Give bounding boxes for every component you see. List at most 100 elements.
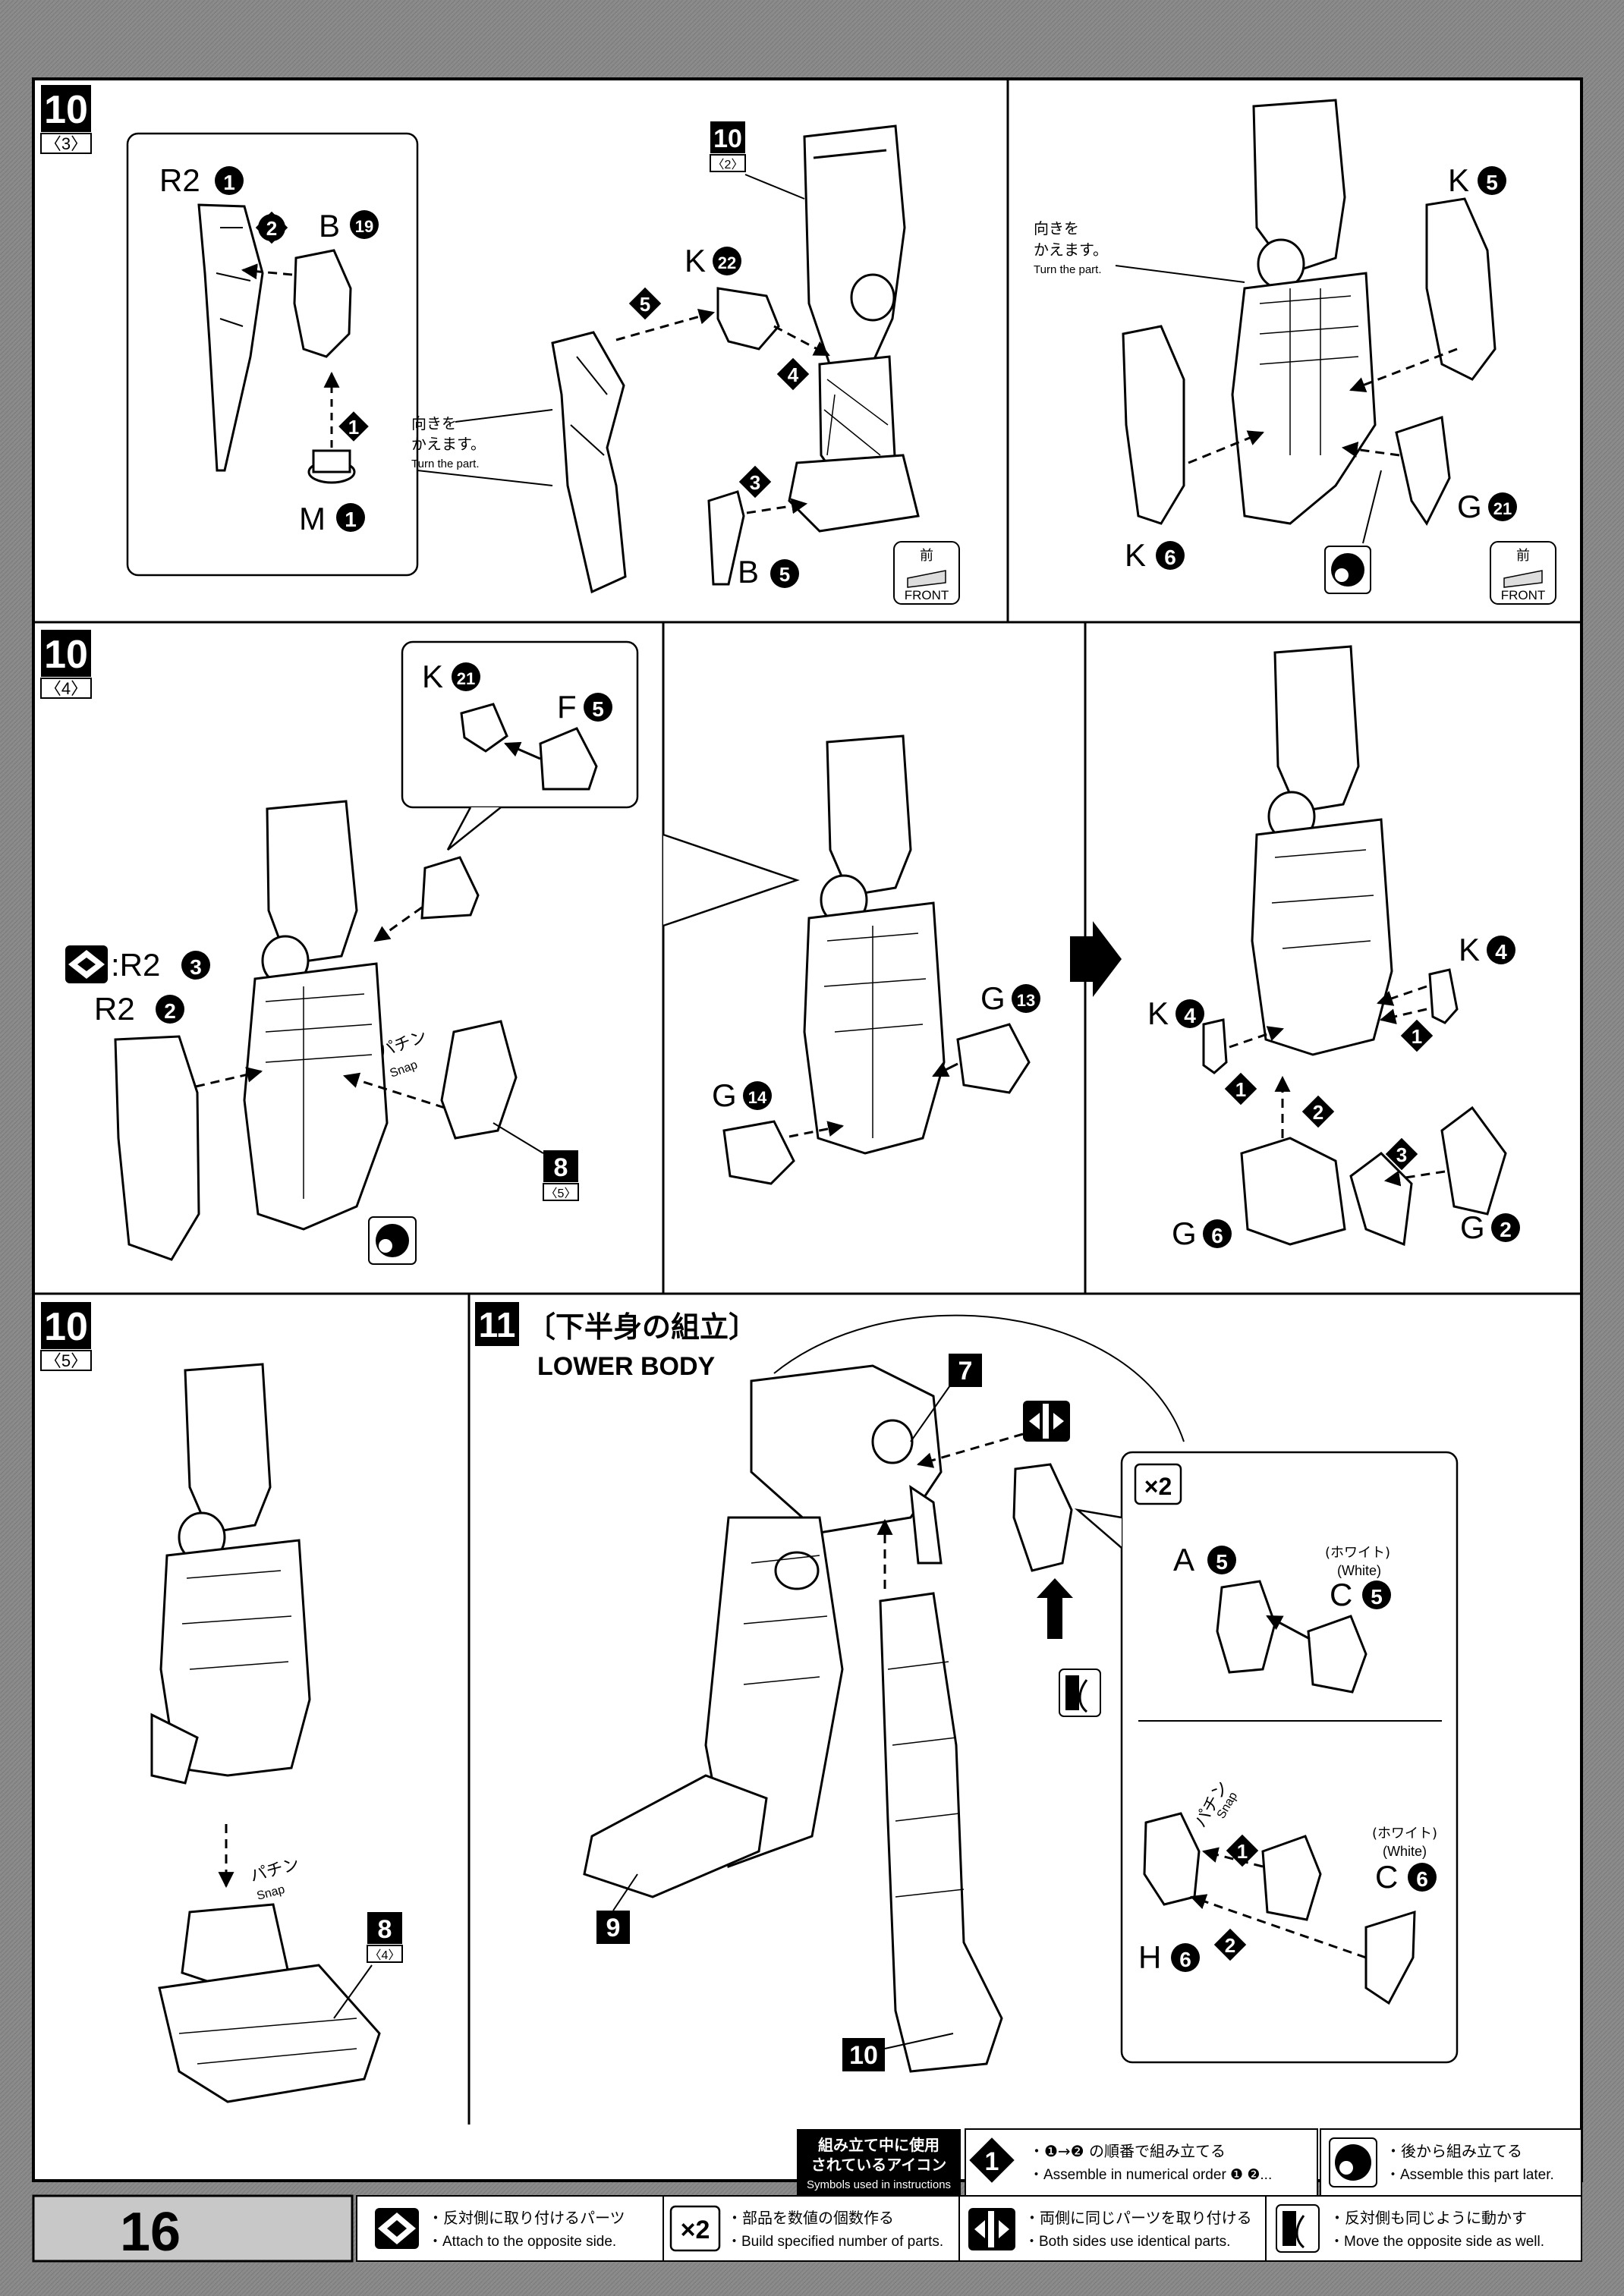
step-number: 11: [479, 1305, 516, 1345]
joint-part: [293, 249, 352, 358]
numbered-circle-icon: 1: [985, 2147, 999, 2176]
part-number: 5: [1486, 171, 1498, 194]
legend-heading-jp: 組み立て中に使用: [818, 2136, 939, 2154]
legend-text-jp: ・部品を数値の個数作る: [727, 2209, 894, 2227]
part-label-k21: K: [422, 659, 443, 694]
part-number: 5: [1371, 1585, 1383, 1609]
part-number: 22: [718, 253, 736, 272]
legend-heading-en: Symbols used in instructions: [807, 2178, 951, 2191]
part-label-c5: C: [1330, 1577, 1352, 1612]
part-number: 3: [190, 955, 202, 979]
white-note-en: (White): [1383, 1844, 1427, 1859]
legend-heading-jp: されているアイコン: [811, 2156, 946, 2174]
step-title-en: LOWER BODY: [537, 1352, 716, 1381]
legend-text-en: ・Attach to the opposite side.: [428, 2234, 616, 2250]
reference-step: 10: [713, 124, 742, 153]
front-indicator: [893, 541, 960, 605]
part-label-a5: A: [1173, 1542, 1194, 1577]
panel-step-10-4-right: K 4 1 K 4 1 2 3 G 6 G 2: [1070, 645, 1520, 1251]
legend-text-en: ・Move the opposite side as well.: [1330, 2234, 1544, 2250]
panel-step-10-4-middle: G 13 G 14: [663, 734, 1040, 1185]
part-label-m: M: [299, 501, 326, 536]
leg-assembly-back: [1231, 99, 1377, 525]
part-number: 5: [779, 563, 790, 586]
order-number: 2: [1313, 1101, 1323, 1124]
legend-text-jp: ・反対側に取り付けるパーツ: [428, 2209, 625, 2227]
turn-note-jp: 向きを: [1034, 219, 1079, 237]
part-number: 13: [1017, 991, 1035, 1010]
order-number: 3: [1396, 1143, 1407, 1166]
part-number: 21: [1493, 499, 1512, 518]
small-bracket: [716, 287, 780, 351]
step-number: 10: [44, 1305, 88, 1349]
part-label-g14: G: [712, 1077, 737, 1113]
order-number: 1: [1235, 1078, 1246, 1101]
turn-note-jp: 向きを: [411, 414, 457, 432]
reference-step: 9: [606, 1914, 621, 1942]
turn-note-en: Turn the part.: [1034, 263, 1102, 276]
later-assembly-icon: [1335, 2144, 1371, 2181]
panel-grid: [33, 79, 1582, 2125]
shin-armor: [551, 331, 627, 594]
legend-text-en: ・Build specified number of parts.: [727, 2234, 943, 2250]
part-number: 21: [457, 669, 475, 688]
part-label-k6: K: [1125, 537, 1146, 573]
panel-step-10-3-right: 向きを かえます。 Turn the part. K 5 K 6 G 21 前 …: [1034, 99, 1556, 605]
white-note-jp: (ホワイト): [1325, 1545, 1390, 1561]
legend-text-en: ・Assemble this part later.: [1386, 2167, 1554, 2183]
part-number: 6: [1211, 1224, 1223, 1247]
leg-assembly-complete: [150, 1363, 311, 1785]
next-arrow: [1070, 921, 1122, 997]
inset-box: [126, 132, 419, 577]
foot-assembly: [158, 1903, 381, 2103]
clip-part: [1202, 1018, 1228, 1074]
part-label-k: K: [685, 243, 706, 278]
part-label-r2: R2: [159, 162, 200, 198]
panel-step-10-5: 10 〈5〉 パチン Snap 8 〈4〉: [40, 1302, 403, 2103]
part-label-r2: R2: [94, 991, 135, 1027]
part-number: 1: [345, 508, 357, 531]
step-sub-number: 〈3〉: [45, 134, 87, 153]
part-label-b5: B: [738, 554, 759, 590]
knee-guard: [1012, 1463, 1073, 1572]
step-sub-number: 〈4〉: [45, 679, 87, 698]
step-sub-number: 〈5〉: [45, 1351, 87, 1370]
knee-plate: [1395, 415, 1451, 526]
part-number: 6: [1164, 546, 1176, 569]
part-number: 2: [1500, 1218, 1512, 1241]
clip-part: [1428, 968, 1459, 1024]
knee-plate: [1364, 1910, 1416, 2005]
bracket-part: [722, 1120, 795, 1185]
leg-assembly-lower: [1251, 645, 1393, 1056]
outer-armor: [114, 1035, 200, 1261]
reference-step: 8: [378, 1915, 392, 1944]
reference-sub: 〈4〉: [370, 1949, 401, 1962]
reference-step: 8: [554, 1153, 568, 1182]
order-number: 1: [348, 416, 359, 439]
panel-step-11: 11 〔下半身の組立〕 LOWER BODY 7 9 10: [475, 1302, 1459, 2073]
order-number: 1: [1237, 1840, 1248, 1863]
knee-block: [440, 1020, 518, 1140]
reference-step: 7: [958, 1357, 973, 1385]
turn-note-jp: かえます。: [411, 435, 486, 453]
front-indicator: [1490, 541, 1556, 605]
page-number: 16: [120, 2202, 181, 2263]
leg-assembly-front: [803, 734, 946, 1155]
part-number: 14: [748, 1088, 767, 1107]
part-number: 2: [164, 999, 176, 1023]
front-label-en: FRONT: [1501, 588, 1546, 602]
front-label-jp: 前: [1516, 548, 1530, 564]
part-label-k4b: K: [1147, 995, 1169, 1031]
reference-sub: 〈5〉: [546, 1187, 577, 1200]
step-number: 10: [44, 633, 88, 677]
knee-cap: [1307, 1615, 1367, 1694]
part-number: 5: [592, 697, 604, 721]
part-number: 19: [355, 217, 373, 236]
step-title-jp: 〔下半身の組立〕: [527, 1310, 757, 1344]
legend-text-jp: ・後から組み立てる: [1386, 2142, 1522, 2160]
legend-text-en: ・Both sides use identical parts.: [1024, 2234, 1230, 2250]
legend-text-jp: ・❶→❷ の順番で組み立てる: [1029, 2142, 1226, 2160]
legend-item-order: [965, 2128, 1318, 2197]
legend-text-jp: ・両側に同じパーツを取り付ける: [1024, 2209, 1252, 2227]
